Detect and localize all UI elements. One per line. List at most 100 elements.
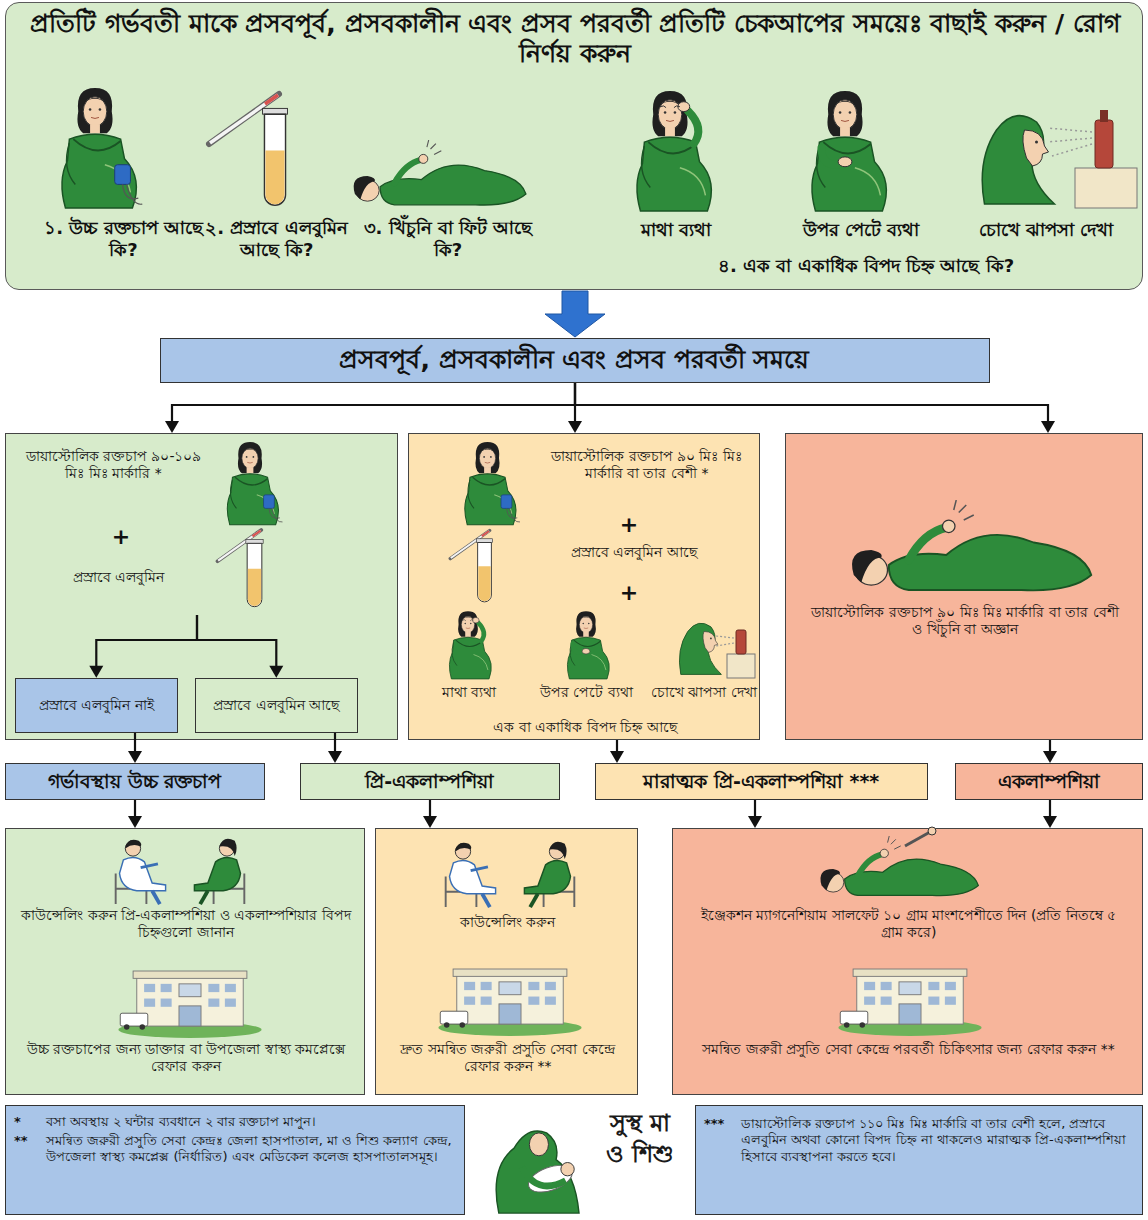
node-text: প্রি-একলাম্পশিয়া <box>307 770 553 793</box>
spray-bottle <box>716 630 755 678</box>
connector-line <box>575 383 1048 422</box>
action-panel: কাউন্সেলিং করুন দ্রুত সমন্বিত জরুরী প্রসু… <box>375 828 638 1095</box>
fit-woman-figure <box>354 140 526 205</box>
node-text: বসা অবস্থায় ২ ঘন্টার ব্যবধানে ২ বার রক্… <box>46 1114 456 1130</box>
node-text: প্রস্রাবে এলবুমিন <box>31 569 206 586</box>
period-band: প্রসবপূর্ব, প্রসবকালীন এবং প্রসব পরবর্তী… <box>160 338 990 383</box>
stomach-pain-figure <box>567 611 609 679</box>
text-slot: গর্ভাবস্থায় উচ্চ রক্তচাপ <box>12 770 258 793</box>
text-slot: উপর পেটে ব্যথা <box>771 219 951 241</box>
text-slot: দ্রুত সমন্বিত জরুরী প্রসুতি সেবা কেন্দ্র… <box>384 1041 631 1075</box>
node-text: চোখে ঝাপসা দেখা <box>951 219 1141 241</box>
text-slot: সুস্থ মা ও শিশু <box>600 1108 680 1170</box>
node-text: উপর পেটে ব্যথা <box>524 684 649 701</box>
connector-line <box>429 800 431 817</box>
action-panel: ইঞ্জেকশন ম্যাগনেশিয়াম সালফেট ১০ গ্রাম ম… <box>672 828 1143 1095</box>
illustration-part <box>905 832 930 846</box>
node-text: কাউন্সেলিং করুন <box>384 914 631 931</box>
flow-arrow <box>197 615 283 678</box>
text-slot: প্রসবপূর্ব, প্রসবকালীন এবং প্রসব পরবর্তী… <box>167 345 982 375</box>
footnote-box: *বসা অবস্থায় ২ ঘন্টার ব্যবধানে ২ বার রক… <box>5 1105 465 1215</box>
diagnosis-band: গর্ভাবস্থায় উচ্চ রক্তচাপ <box>5 763 265 800</box>
connector-line <box>1049 800 1051 817</box>
headache-figure <box>449 611 491 679</box>
node-text: ২. প্রস্রাবে এলবুমিন আছে কি? <box>204 217 349 260</box>
node-text: চোখে ঝাপসা দেখা <box>649 684 759 701</box>
node-text: এক বা একাধিক বিপদ চিহ্ন আছে <box>419 719 751 736</box>
node-text: দ্রুত সমন্বিত জরুরী প্রসুতি সেবা কেন্দ্র… <box>384 1041 631 1075</box>
flow-arrow <box>610 740 624 763</box>
connector-line <box>754 800 756 817</box>
arrow-head <box>1043 816 1057 828</box>
text-slot: প্রস্রাবে এলবুমিন আছে <box>202 697 351 714</box>
flow-arrow <box>128 800 142 828</box>
illustration-part <box>1100 110 1108 122</box>
text-slot: + <box>106 524 136 550</box>
node-text: উপর পেটে ব্যথা <box>771 219 951 241</box>
node-text: একলাম্পশিয়া <box>962 770 1136 793</box>
eclampsia-figure <box>852 500 1091 590</box>
node-text: মাথা ব্যথা <box>601 219 751 241</box>
text-slot: ৩. খিঁচুনি বা ফিট আছে কি? <box>358 217 538 260</box>
text-slot: বসা অবস্থায় ২ ঘন্টার ব্যবধানে ২ বার রক্… <box>46 1114 456 1130</box>
text-slot: ডায়াস্টোলিক রক্তচাপ ১১০ মিঃ মিঃ মার্কার… <box>741 1116 1133 1165</box>
arrow-head <box>128 816 142 828</box>
text-slot: ইঞ্জেকশন ম্যাগনেশিয়াম সালফেট ১০ গ্রাম ম… <box>693 907 1124 941</box>
node-text: প্রসবপূর্ব, প্রসবকালীন এবং প্রসব পরবর্তী… <box>167 345 982 375</box>
text-slot: ** <box>14 1133 44 1149</box>
node-text: গর্ভাবস্থায় উচ্চ রক্তচাপ <box>12 770 258 793</box>
connector-line <box>1049 740 1051 752</box>
test-tube <box>476 539 492 602</box>
node-text: * <box>14 1114 44 1130</box>
arrow-head <box>568 421 582 433</box>
bp-woman-figure <box>227 442 282 525</box>
bp-woman-figure <box>465 442 520 525</box>
arrow-head <box>1043 751 1057 763</box>
text-slot: কাউন্সেলিং করুন <box>384 914 631 931</box>
text-slot: প্রস্রাবে এলবুমিন <box>31 569 206 586</box>
text-slot: ডায়াস্টোলিক রক্তচাপ ৯০-১০৯ মিঃ মিঃ মার্… <box>16 448 211 482</box>
text-slot: * <box>14 1114 44 1130</box>
node-text: কাউন্সেলিং করুন প্রি-একলাম্পশিয়া ও একলা… <box>16 907 356 941</box>
text-slot: মাথা ব্যথা <box>601 219 751 241</box>
arrow-head <box>328 751 342 763</box>
slogan-text: সুস্থ মা ও শিশু <box>600 1108 680 1170</box>
hospital-figure <box>438 969 581 1036</box>
text-slot: প্রস্রাবে এলবুমিন নাই <box>22 697 171 714</box>
connector-line <box>334 733 336 752</box>
blurred-vision-figure <box>982 116 1054 204</box>
text-slot: উচ্চ রক্তচাপের জন্য ডাক্তার বা উপজেলা স্… <box>16 1041 356 1075</box>
flow-arrow <box>128 733 142 763</box>
text-slot: সমন্বিত জরুরী প্রসুতি সেবা কেন্দ্রে পরবর… <box>693 1041 1124 1058</box>
criteria-panel: ডায়াস্টোলিক রক্তচাপ ৯০ মিঃ মিঃ মার্কারি… <box>785 433 1143 740</box>
illustration-part <box>928 827 936 835</box>
node-text: প্রতিটি গর্ভবতী মাকে প্রসবপূর্ব, প্রসবকা… <box>16 9 1134 69</box>
text-slot: এক বা একাধিক বিপদ চিহ্ন আছে <box>419 719 751 736</box>
flow-arrow <box>568 383 582 433</box>
flow-arrow <box>748 800 762 828</box>
text-slot: প্রস্রাবে এলবুমিন আছে <box>549 544 719 561</box>
node-text: সমন্বিত জরুরী প্রসুতি সেবা কেন্দ্রঃ জেলা… <box>46 1133 456 1166</box>
arrow-head <box>128 751 142 763</box>
bp-woman-figure <box>62 88 142 208</box>
injection-figure <box>820 836 978 896</box>
hospital-figure <box>118 971 261 1038</box>
test-strip <box>218 530 262 561</box>
counselling-figure <box>446 842 575 907</box>
arrow-head <box>165 421 179 433</box>
flow-arrow <box>328 733 342 763</box>
node-text: ৩. খিঁচুনি বা ফিট আছে কি? <box>358 217 538 260</box>
arrow-head <box>1041 421 1055 433</box>
text-slot: কাউন্সেলিং করুন প্রি-একলাম্পশিয়া ও একলা… <box>16 907 356 941</box>
text-slot: *** <box>704 1116 738 1132</box>
node-text: সমন্বিত জরুরী প্রসুতি সেবা কেন্দ্রে পরবর… <box>693 1041 1124 1058</box>
flow-arrow <box>1043 740 1057 763</box>
text-slot: একলাম্পশিয়া <box>962 770 1136 793</box>
headache-figure <box>637 91 711 211</box>
text-slot: + <box>614 512 644 538</box>
node-text: ** <box>14 1133 44 1149</box>
text-slot: সমন্বিত জরুরী প্রসুতি সেবা কেন্দ্রঃ জেলা… <box>46 1133 456 1166</box>
illustration-part <box>1095 120 1113 168</box>
flow-arrow <box>165 383 575 433</box>
text-slot: চোখে ঝাপসা দেখা <box>649 684 759 701</box>
